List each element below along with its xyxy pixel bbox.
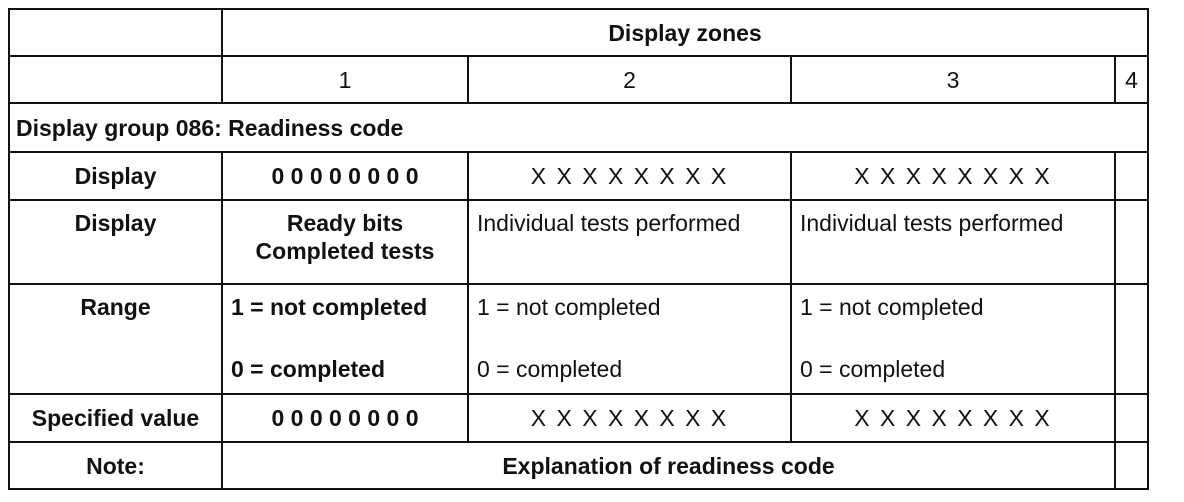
zone-number-1: 1 xyxy=(221,55,469,104)
specified-zone4-value xyxy=(1113,393,1150,443)
range-zone1-completed: 0 = completed xyxy=(231,356,386,382)
display-meaning-zone1: Ready bits Completed tests xyxy=(221,199,469,285)
empty-label-cell xyxy=(8,55,223,104)
display-meaning-zone4 xyxy=(1113,199,1150,285)
range-zone2-completed: 0 = completed xyxy=(477,356,623,382)
range-zone3-not-completed: 1 = not completed xyxy=(800,294,984,320)
specified-zone2-value: X X X X X X X X xyxy=(467,393,792,443)
display-zones-heading: Display zones xyxy=(220,8,1150,57)
empty-corner-cell xyxy=(8,8,223,57)
note-text: Explanation of readiness code xyxy=(221,441,1116,490)
range-zone3-completed: 0 = completed xyxy=(800,356,946,382)
row-label-range: Range xyxy=(8,283,223,395)
note-row: Note: Explanation of readiness code xyxy=(8,441,1150,490)
display-zone3-value: X X X X X X X X xyxy=(790,151,1116,201)
header-row-zones: Display zones xyxy=(8,8,1150,57)
group-title: Display group 086: Readiness code xyxy=(7,102,1150,153)
zone-number-4: 4 xyxy=(1113,55,1150,104)
row-label-specified-value: Specified value xyxy=(8,393,223,443)
range-zone3: 1 = not completed 0 = completed xyxy=(790,283,1116,395)
readiness-code-table: Display zones 1 2 3 4 Display group 086:… xyxy=(7,8,1150,490)
row-label-display: Display xyxy=(8,151,223,201)
specified-zone3-value: X X X X X X X X xyxy=(790,393,1116,443)
range-zone2: 1 = not completed 0 = completed xyxy=(467,283,792,395)
display-values-row: Display 0 0 0 0 0 0 0 0 X X X X X X X X … xyxy=(8,151,1150,201)
header-row-zone-numbers: 1 2 3 4 xyxy=(8,55,1150,104)
note-zone4 xyxy=(1113,441,1150,490)
display-meaning-zone2: Individual tests performed xyxy=(467,199,792,285)
ready-bits-label: Ready bits xyxy=(286,210,404,236)
zone-number-3: 3 xyxy=(790,55,1116,104)
display-zone2-value: X X X X X X X X xyxy=(467,151,792,201)
specified-zone1-value: 0 0 0 0 0 0 0 0 xyxy=(221,393,469,443)
range-row: Range 1 = not completed 0 = completed 1 … xyxy=(8,283,1150,395)
row-label-note: Note: xyxy=(8,441,223,490)
row-label-display-meaning: Display xyxy=(8,199,223,285)
completed-tests-label: Completed tests xyxy=(255,238,435,264)
range-zone4 xyxy=(1113,283,1150,395)
zone-number-2: 2 xyxy=(467,55,792,104)
range-zone1: 1 = not completed 0 = completed xyxy=(221,283,469,395)
display-zone1-value: 0 0 0 0 0 0 0 0 xyxy=(221,151,469,201)
group-title-row: Display group 086: Readiness code xyxy=(7,102,1150,153)
display-meaning-row: Display Ready bits Completed tests Indiv… xyxy=(8,199,1150,285)
specified-value-row: Specified value 0 0 0 0 0 0 0 0 X X X X … xyxy=(8,393,1150,443)
display-meaning-zone3: Individual tests performed xyxy=(790,199,1116,285)
range-zone1-not-completed: 1 = not completed xyxy=(231,294,428,320)
display-zone4-value xyxy=(1113,151,1150,201)
range-zone2-not-completed: 1 = not completed xyxy=(477,294,661,320)
